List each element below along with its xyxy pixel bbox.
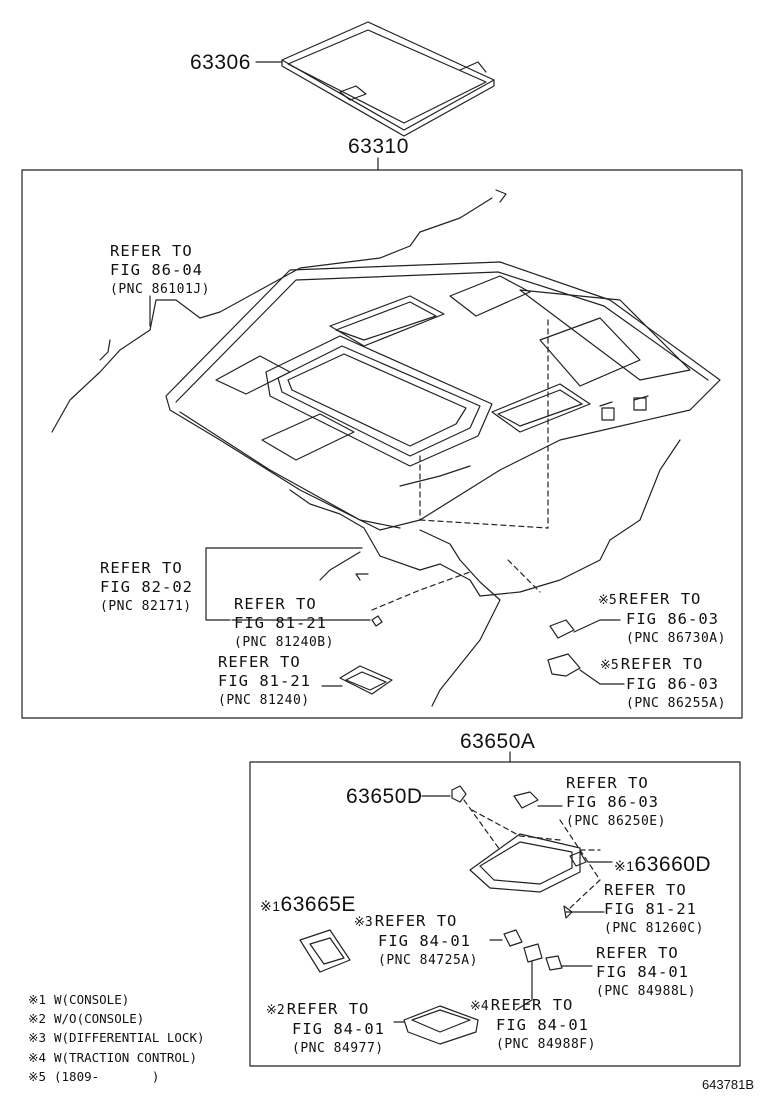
dashed-leaders — [371, 319, 601, 909]
marker-1: ※1 — [260, 898, 281, 914]
headliner-frame — [21, 169, 743, 719]
wire-harness-lines — [51, 189, 681, 707]
part-number-63660D-text[interactable]: 63660D — [634, 853, 712, 876]
part-number-63306[interactable]: 63306 — [190, 51, 251, 74]
part-number-63650D[interactable]: 63650D — [346, 785, 423, 808]
part-number-63660D[interactable]: ※163660D — [614, 854, 711, 875]
overhead-console-frame — [249, 761, 741, 1067]
part-number-63650A[interactable]: 63650A — [460, 730, 536, 753]
small-parts-63310 — [339, 615, 581, 695]
part-number-63665E[interactable]: ※163665E — [260, 894, 356, 915]
leader-lines — [149, 295, 625, 687]
sunshade-panel-63306 — [255, 21, 495, 137]
part-number-63665E-text[interactable]: 63665E — [280, 893, 356, 916]
legend-item: ※5(1809- ) — [28, 1068, 160, 1084]
figure-number: 643781B — [701, 1077, 754, 1092]
marker-1: ※1 — [614, 858, 635, 874]
part-number-63310[interactable]: 63310 — [348, 135, 409, 158]
roof-headliner-63310 — [165, 261, 721, 531]
overhead-console-parts — [299, 785, 613, 1045]
